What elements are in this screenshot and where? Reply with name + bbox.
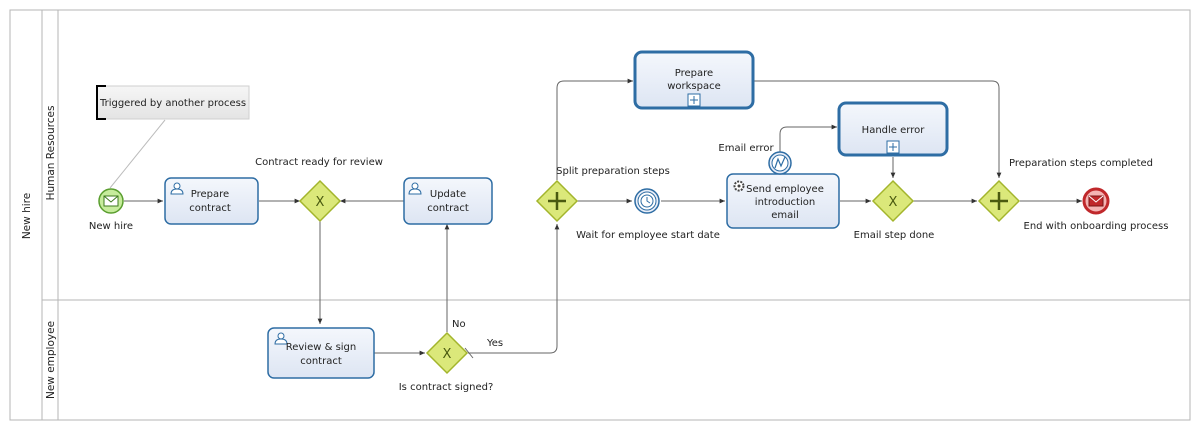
envelope-icon [1088, 195, 1104, 207]
flow-workspace-to-join [754, 80, 1002, 178]
user-icon [408, 182, 422, 195]
gateway-label: Preparation steps completed [1009, 158, 1153, 169]
gateway-contract-ready[interactable]: X Contract ready for review [255, 157, 383, 223]
task-review-sign-contract[interactable]: Review & sign contract [267, 327, 375, 379]
exclusive-x-icon: X [889, 195, 898, 210]
user-icon [274, 332, 288, 345]
subprocess-handle-error[interactable]: Handle error [837, 101, 949, 157]
task-label-line2: contract [427, 203, 469, 214]
task-label-line1: Prepare [675, 68, 713, 79]
task-label-line1: Review & sign [286, 342, 357, 353]
parallel-plus-icon [990, 192, 1008, 210]
flow-label-yes: Yes [486, 338, 503, 349]
timer-event-label: Wait for employee start date [576, 230, 720, 241]
subprocess-plus-icon[interactable] [886, 140, 900, 154]
flow-split-to-workspace [556, 78, 633, 180]
clock-icon [640, 194, 654, 208]
exclusive-x-icon: X [443, 347, 452, 362]
end-event[interactable]: End with onboarding process [1024, 187, 1169, 232]
annotation-text: Triggered by another process [99, 98, 246, 109]
parallel-plus-icon [548, 192, 566, 210]
task-label-line3: email [771, 210, 799, 221]
gateway-contract-signed[interactable]: X Is contract signed? [399, 331, 494, 393]
pool-label: New hire [21, 193, 33, 239]
gateway-label: Contract ready for review [255, 157, 383, 168]
gear-icon [733, 180, 745, 192]
gateway-label: Email step done [854, 230, 935, 241]
task-label-line2: introduction [755, 197, 815, 208]
gateway-label: Is contract signed? [399, 382, 494, 393]
lane-label-human-resources: Human Resources [45, 106, 57, 201]
user-icon [170, 182, 184, 195]
task-label-line1: Send employee [746, 184, 824, 195]
task-send-email[interactable]: Send employee introduction email [726, 173, 840, 229]
task-label-line2: contract [189, 203, 231, 214]
gateway-steps-completed[interactable]: Preparation steps completed [977, 158, 1153, 223]
task-label-line2: contract [300, 356, 342, 367]
exclusive-x-icon: X [316, 195, 325, 210]
task-label-line1: Prepare [191, 189, 229, 200]
gateway-label: Split preparation steps [556, 166, 670, 177]
subprocess-plus-icon[interactable] [687, 93, 701, 107]
gateway-split[interactable]: Split preparation steps [535, 166, 670, 223]
flow-error-to-handle [779, 124, 837, 152]
default-flow-marker [464, 347, 474, 359]
start-event[interactable]: New hire [89, 188, 133, 232]
task-update-contract[interactable]: Update contract [403, 177, 493, 225]
sequence-flows [109, 78, 1082, 359]
start-event-label: New hire [89, 221, 133, 232]
boundary-error-event[interactable]: Email error [718, 143, 792, 175]
task-label-line2: workspace [667, 81, 721, 92]
subprocess-prepare-workspace[interactable]: Prepare workspace [633, 50, 755, 110]
lane-label-new-employee: New employee [45, 321, 57, 399]
timer-event[interactable]: Wait for employee start date [576, 188, 720, 241]
task-prepare-contract[interactable]: Prepare contract [164, 177, 259, 225]
envelope-icon [103, 195, 119, 207]
text-annotation[interactable]: Triggered by another process [96, 85, 250, 120]
flow-label-no: No [452, 319, 466, 330]
error-icon [774, 156, 786, 169]
flow-signed-yes [468, 224, 560, 354]
end-event-label: End with onboarding process [1024, 221, 1169, 232]
annotation-association [109, 119, 166, 189]
task-label-line1: Update [430, 189, 466, 200]
boundary-error-label: Email error [718, 143, 774, 154]
gateway-email-done[interactable]: X Email step done [854, 179, 935, 241]
task-label-line1: Handle error [862, 125, 926, 136]
